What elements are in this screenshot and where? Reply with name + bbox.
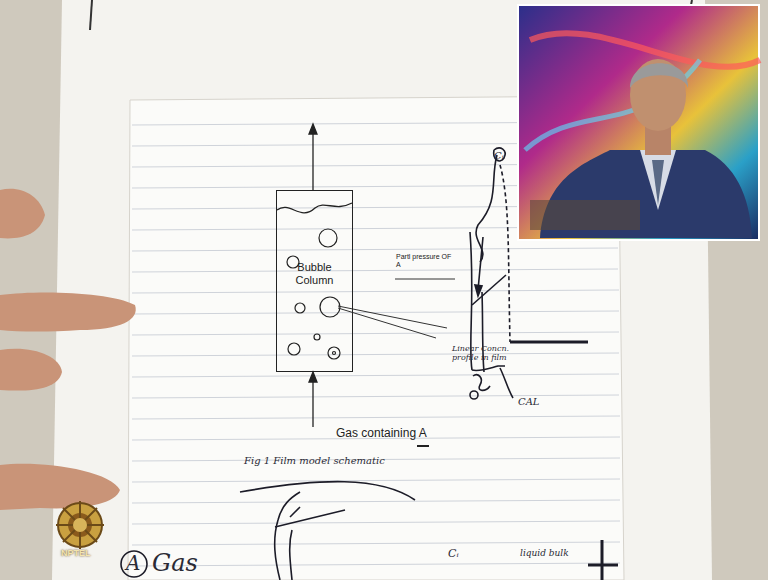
profile-note: Linear Concn. profile in film: [452, 344, 512, 362]
bulk-concentration: CAL: [518, 396, 540, 408]
zoom-lines: [338, 279, 455, 338]
inlet-label: Gas containing A: [336, 427, 427, 441]
bubbles: [287, 229, 340, 359]
section-letter: A: [126, 552, 140, 575]
underline: [417, 445, 429, 447]
figure-title: Fig 1 Film model schematic: [244, 455, 385, 466]
presenter-hand: [0, 189, 136, 510]
section-heading: Gas: [152, 550, 198, 578]
axis-label: Partl pressure OF A: [396, 253, 456, 269]
watermark: NPTEL: [61, 548, 91, 558]
interface-concentration: Cᵢ: [448, 548, 459, 561]
region-label: liquid bulk: [520, 548, 569, 558]
nptel-logo: [56, 501, 104, 549]
node-label: Bubble Column: [277, 261, 352, 287]
liquid-surface: [277, 203, 352, 213]
bubble-column: Bubble Column: [276, 190, 353, 372]
presenter-video-inset: [518, 5, 760, 240]
interface-concentration: Cᵢ: [494, 150, 504, 162]
lower-film-sketch: [121, 482, 618, 580]
